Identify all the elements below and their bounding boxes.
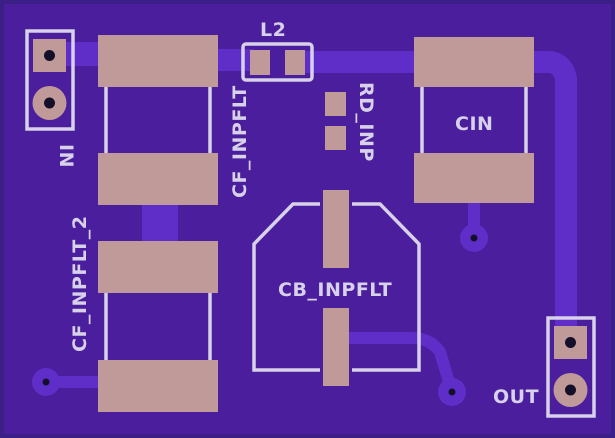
label-cf-inpflt-2: CF_INPFLT_2: [69, 216, 91, 352]
l2-pad-2: [285, 50, 305, 75]
rd-inp-pad-2: [325, 126, 346, 150]
label-rd-inp: RD_INP: [355, 82, 377, 162]
rd-inp-pad-1: [325, 92, 346, 116]
cb-inpflt-pad-2: [323, 308, 349, 386]
via-cin-hole: [470, 234, 478, 242]
cf-inpflt-pad-2: [98, 153, 218, 205]
label-l2: L2: [260, 19, 286, 41]
label-layer: L2 CIN CB_INPFLT OUT CF_INPFLT CF_INPFLT…: [55, 19, 539, 408]
label-in: IN: [55, 144, 77, 168]
trace-cb-gnd: [334, 332, 458, 398]
cf-inpflt-2-pad-1: [98, 241, 218, 293]
cf-inpflt-2-pad-2: [98, 360, 218, 412]
out-connector-outline: [546, 316, 596, 418]
pad-layer: [98, 35, 534, 412]
label-cf-inpflt: CF_INPFLT: [229, 85, 251, 198]
in-connector-outline: [25, 29, 75, 131]
cin-pad-1: [414, 37, 534, 87]
cf-inpflt-pad-1: [98, 35, 218, 87]
out-pin-2-hole: [565, 384, 576, 396]
label-cb-inpflt: CB_INPFLT: [278, 279, 392, 301]
cin-pad-2: [414, 153, 534, 203]
silkscreen-layer: [25, 29, 596, 418]
l2-pad-1: [250, 50, 270, 75]
in-pin-1-hole: [44, 50, 55, 61]
label-out: OUT: [493, 386, 539, 408]
hole-layer: [32, 39, 588, 407]
label-cin: CIN: [455, 113, 493, 135]
out-pin-1-hole: [565, 337, 576, 348]
l2-outline: [241, 42, 314, 82]
via-left-hole: [42, 378, 50, 386]
cb-inpflt-outline: [252, 202, 320, 372]
cb-inpflt-pad-1: [323, 190, 349, 268]
via-bottom-hole: [448, 388, 456, 396]
in-pin-2-hole: [44, 97, 55, 109]
cb-inpflt-outline-right: [352, 202, 421, 372]
